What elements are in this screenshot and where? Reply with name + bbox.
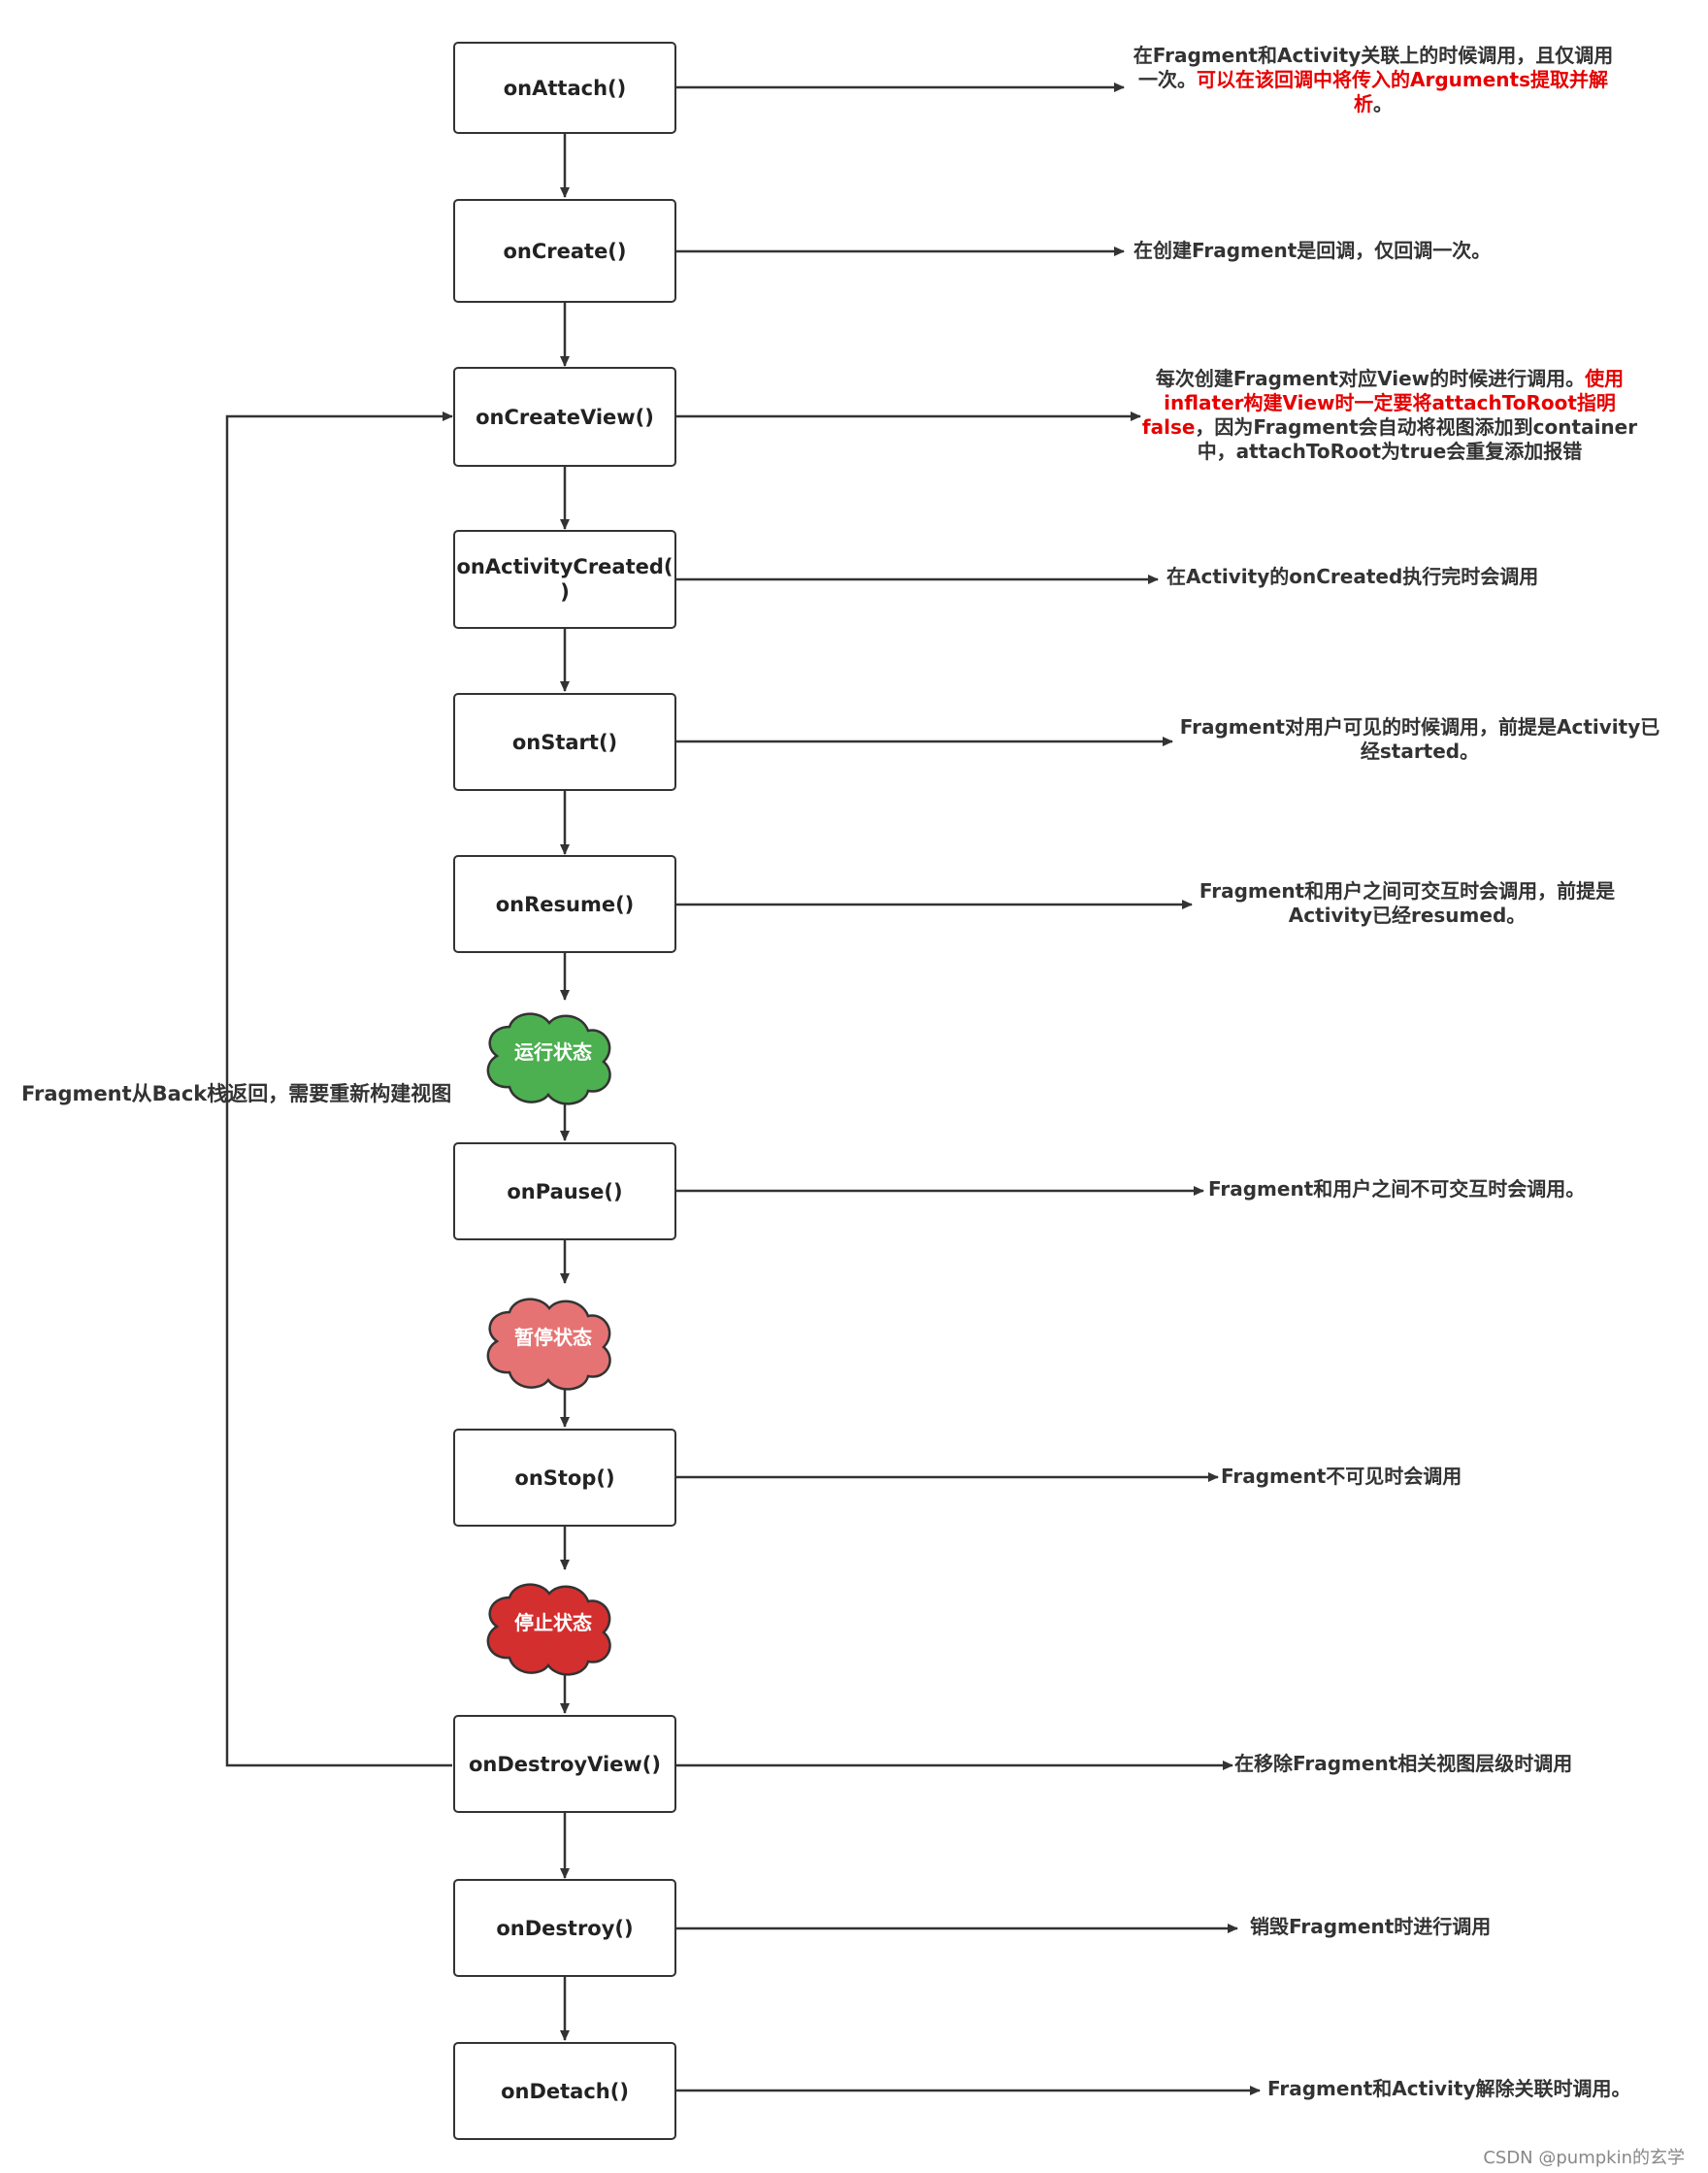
node-label: onPause() bbox=[507, 1179, 623, 1203]
node-onCreate: onCreate() bbox=[453, 199, 676, 303]
watermark: CSDN @pumpkin的玄学 bbox=[1483, 2148, 1685, 2168]
desc-text: 在Fragment和Activity关联上的时候调用，且仅调用一次。 bbox=[1133, 44, 1614, 91]
node-onResume: onResume() bbox=[453, 855, 676, 953]
desc-onPause: Fragment和用户之间不可交互时会调用。 bbox=[1208, 1177, 1586, 1201]
node-label: onStop() bbox=[514, 1465, 615, 1490]
desc-highlight: 可以在该回调中将传入的Arguments提取并解析 bbox=[1196, 68, 1608, 115]
node-label: onDestroyView() bbox=[469, 1752, 661, 1776]
node-label: onAttach() bbox=[503, 76, 627, 100]
desc-onActivityCreated: 在Activity的onCreated执行完时会调用 bbox=[1166, 565, 1539, 588]
back-stack-label: Fragment从Back栈返回，需要重新构建视图 bbox=[21, 1082, 452, 1105]
desc-tail: ，因为Fragment会自动将视图添加到container中，attachToR… bbox=[1195, 415, 1638, 463]
node-label: onDetach() bbox=[501, 2079, 629, 2103]
desc-onDetach: Fragment和Activity解除关联时调用。 bbox=[1267, 2077, 1631, 2100]
state-label-paused: 暂停状态 bbox=[514, 1326, 592, 1349]
node-onStart: onStart() bbox=[453, 693, 676, 791]
node-onStop: onStop() bbox=[453, 1429, 676, 1527]
desc-onResume: Fragment和用户之间可交互时会调用，前提是Activity已经resume… bbox=[1199, 879, 1616, 927]
state-label-stopped: 停止状态 bbox=[514, 1611, 592, 1634]
desc-onDestroyView: 在移除Fragment相关视图层级时调用 bbox=[1234, 1752, 1573, 1775]
node-onCreateView: onCreateView() bbox=[453, 367, 676, 467]
desc-tail: 。 bbox=[1373, 92, 1393, 115]
desc-onStop: Fragment不可见时会调用 bbox=[1221, 1465, 1462, 1488]
back-stack-loop bbox=[225, 412, 453, 1767]
node-onDestroyView: onDestroyView() bbox=[453, 1715, 676, 1813]
node-onActivityCreated: onActivityCreated( ) bbox=[453, 530, 676, 629]
node-label: onResume() bbox=[495, 892, 635, 916]
desc-onStart: Fragment对用户可见的时候调用，前提是Activity已经started。 bbox=[1179, 715, 1660, 763]
node-onDestroy: onDestroy() bbox=[453, 1879, 676, 1977]
state-label-running: 运行状态 bbox=[514, 1040, 592, 1064]
desc-onCreate: 在创建Fragment是回调，仅回调一次。 bbox=[1133, 239, 1492, 262]
node-label: onCreateView() bbox=[476, 405, 654, 429]
desc-text: 每次创建Fragment对应View的时候进行调用。 bbox=[1155, 367, 1586, 390]
state-cloud-running bbox=[486, 1012, 611, 1105]
node-onAttach: onAttach() bbox=[453, 42, 676, 134]
node-onDetach: onDetach() bbox=[453, 2042, 676, 2140]
desc-onAttach: 在Fragment和Activity关联上的时候调用，且仅调用一次。可以在该回调… bbox=[1126, 44, 1621, 116]
desc-onCreateView: 每次创建Fragment对应View的时候进行调用。使用inflater构建Vi… bbox=[1137, 367, 1642, 464]
node-label: onDestroy() bbox=[496, 1916, 634, 1940]
node-label: onCreate() bbox=[503, 239, 627, 263]
desc-highlight: 使用inflater构建View时一定要将attachToRoot指明false bbox=[1141, 367, 1625, 439]
desc-onDestroy: 销毁Fragment时进行调用 bbox=[1250, 1915, 1492, 1938]
node-onPause: onPause() bbox=[453, 1142, 676, 1240]
node-label: onActivityCreated( ) bbox=[456, 555, 673, 604]
state-cloud-stopped bbox=[486, 1583, 611, 1676]
node-label: onStart() bbox=[511, 730, 618, 754]
state-cloud-paused bbox=[486, 1298, 611, 1391]
